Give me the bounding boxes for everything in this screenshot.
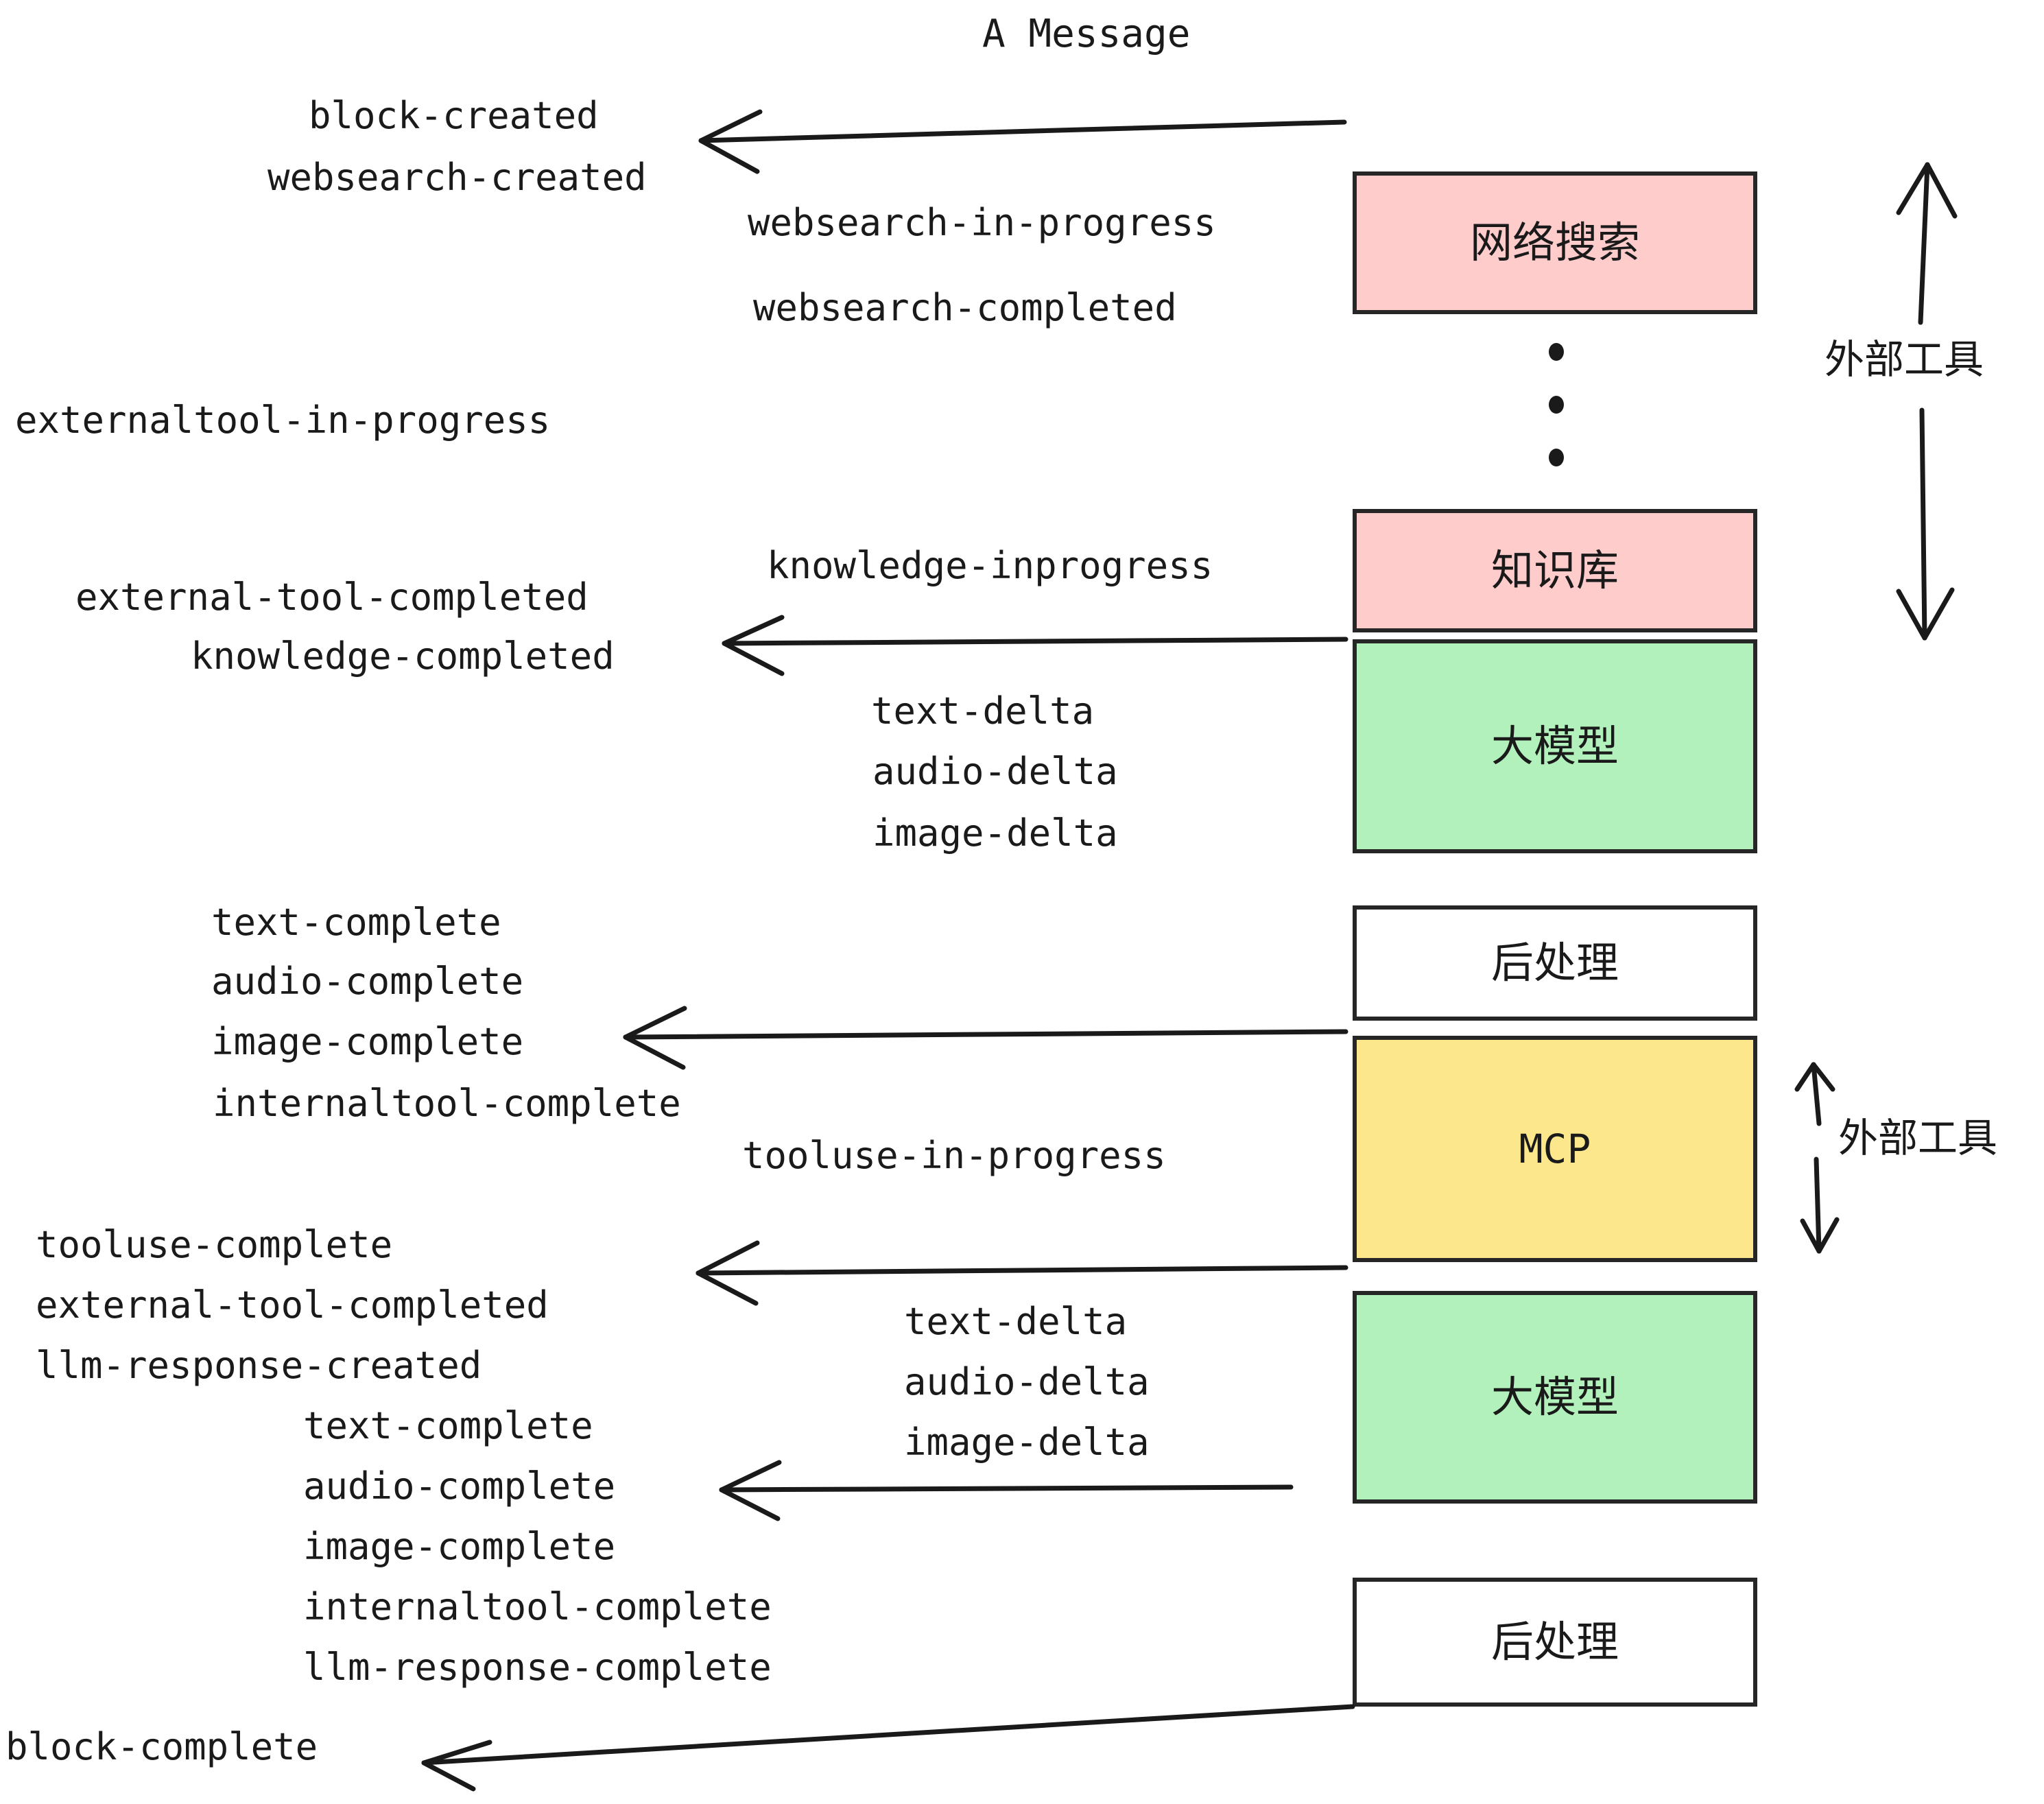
side-label-external-tools-bottom: 外部工具 [1838,1115,1998,1161]
event-audio-delta-1: audio-delta [872,750,1118,793]
event-external-tool-completed-1: external-tool-completed [75,575,589,619]
diagram-title: A Message [982,12,1191,56]
event-image-delta-1: image-delta [872,811,1118,855]
event-websearch-completed: websearch-completed [753,286,1177,329]
event-text-delta-2: text-delta [904,1300,1128,1343]
box-llm-1-label: 大模型 [1490,721,1619,771]
event-tooluse-complete: tooluse-complete [36,1223,393,1266]
event-text-delta-1: text-delta [871,689,1095,733]
box-postprocess-2: 后处理 [1353,1578,1757,1707]
arrow-postprocess2-to-block-complete [421,1704,1355,1792]
event-tooluse-in-progress: tooluse-in-progress [742,1134,1166,1177]
arrow-knowledge-to-completed [722,615,1348,676]
event-audio-complete-2: audio-complete [303,1464,616,1508]
event-internaltool-complete-2: internaltool-complete [303,1585,772,1628]
event-image-complete-1: image-complete [211,1020,524,1063]
event-externaltool-in-progress: externaltool-in-progress [15,399,551,442]
arrow-llm2-to-audio-complete [719,1460,1294,1521]
box-postprocess-1: 后处理 [1353,905,1757,1021]
event-external-tool-completed-2: external-tool-completed [36,1283,549,1327]
box-mcp-label: MCP [1519,1126,1591,1172]
box-mcp: MCP [1353,1036,1757,1262]
box-llm-1: 大模型 [1353,639,1757,853]
box-llm-2-label: 大模型 [1490,1372,1619,1422]
box-knowledge: 知识库 [1353,509,1757,632]
arrow-postprocess1-to-image-complete [623,1006,1348,1070]
vertical-ellipsis-icon [1547,343,1565,466]
event-audio-complete-1: audio-complete [211,960,524,1003]
box-knowledge-label: 知识库 [1490,545,1619,595]
event-internaltool-complete-1: internaltool-complete [213,1082,681,1125]
box-websearch: 网络搜索 [1353,171,1757,314]
box-websearch-label: 网络搜索 [1469,217,1640,268]
event-llm-response-created: llm-response-created [36,1344,482,1387]
event-image-delta-2: image-delta [904,1421,1150,1464]
external-tools-bracket-bottom [1794,1062,1840,1254]
event-knowledge-completed: knowledge-completed [191,634,615,678]
arrow-mcp-to-tooluse-complete [696,1240,1348,1306]
event-llm-response-complete: llm-response-complete [303,1646,772,1689]
box-postprocess-1-label: 后处理 [1490,938,1619,988]
box-llm-2: 大模型 [1353,1291,1757,1504]
side-label-external-tools-top: 外部工具 [1825,336,1984,383]
event-text-complete-2: text-complete [303,1404,593,1447]
event-block-complete: block-complete [5,1725,318,1768]
event-block-created: block-created [309,94,599,137]
event-websearch-in-progress: websearch-in-progress [748,201,1216,244]
event-websearch-created: websearch-created [268,156,647,199]
event-text-complete-1: text-complete [211,901,501,944]
event-image-complete-2: image-complete [303,1525,616,1568]
box-postprocess-2-label: 后处理 [1490,1617,1619,1667]
event-knowledge-inprogress: knowledge-inprogress [767,544,1213,587]
arrow-websearch-to-created [698,109,1347,174]
external-tools-bracket-top [1896,162,1958,641]
event-audio-delta-2: audio-delta [904,1360,1150,1403]
